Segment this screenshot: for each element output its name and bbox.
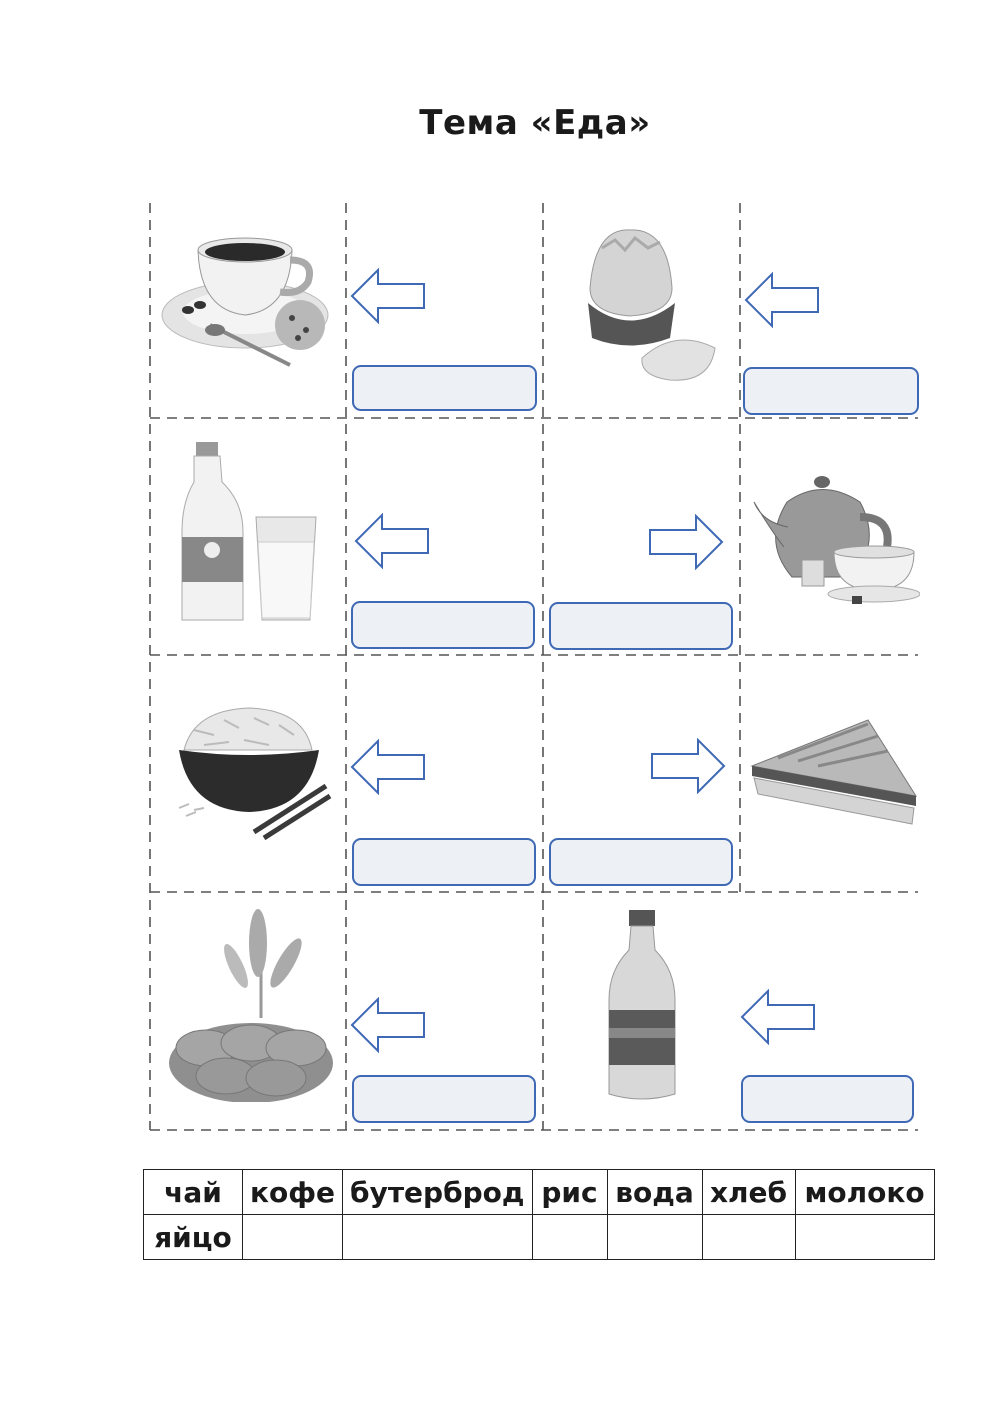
rice-icon — [178, 707, 332, 840]
answer-field-rice[interactable] — [352, 838, 536, 886]
milk-icon — [181, 442, 317, 621]
word-bank-cell: кофе — [241, 1169, 344, 1215]
egg-icon — [588, 229, 716, 381]
teapot-icon — [753, 476, 920, 604]
answer-field-egg[interactable] — [743, 367, 919, 415]
word-bank-table: чай кофе бутерброд рис вода хлеб молоко … — [143, 1169, 935, 1260]
word-bank-cell — [794, 1214, 935, 1260]
arrow-left-icon — [350, 997, 425, 1053]
answer-field-milk[interactable] — [351, 601, 535, 649]
word-bank-cell — [241, 1214, 344, 1260]
answer-field-coffee[interactable] — [352, 365, 537, 411]
arrow-left-icon — [350, 268, 425, 324]
bread-icon — [169, 909, 333, 1102]
coffee-icon — [161, 237, 329, 367]
arrow-right-icon — [651, 738, 726, 794]
word-bank-cell — [606, 1214, 703, 1260]
page-title: Тема «Еда» — [419, 103, 651, 143]
word-bank-cell: яйцо — [143, 1214, 243, 1260]
sandwich-icon — [750, 719, 918, 825]
arrow-left-icon — [350, 739, 425, 795]
word-bank-cell — [701, 1214, 796, 1260]
word-bank-cell: бутерброд — [342, 1169, 533, 1215]
word-bank-cell: вода — [606, 1169, 703, 1215]
word-bank-cell: чай — [143, 1169, 243, 1215]
word-bank-cell: хлеб — [701, 1169, 796, 1215]
answer-field-teapot[interactable] — [549, 602, 733, 650]
arrow-left-icon — [354, 513, 429, 569]
word-bank-cell — [531, 1214, 608, 1260]
answer-field-water[interactable] — [741, 1075, 914, 1123]
word-bank-cell: рис — [531, 1169, 608, 1215]
water-bottle-icon — [608, 910, 676, 1100]
word-bank-cell: молоко — [794, 1169, 935, 1215]
table-row: яйцо — [143, 1214, 935, 1260]
table-row: чай кофе бутерброд рис вода хлеб молоко — [143, 1169, 935, 1215]
word-bank-cell — [342, 1214, 533, 1260]
arrow-right-icon — [649, 514, 724, 570]
answer-field-sandwich[interactable] — [549, 838, 733, 886]
arrow-left-icon — [740, 989, 815, 1045]
answer-field-bread[interactable] — [352, 1075, 536, 1123]
arrow-left-icon — [744, 272, 819, 328]
